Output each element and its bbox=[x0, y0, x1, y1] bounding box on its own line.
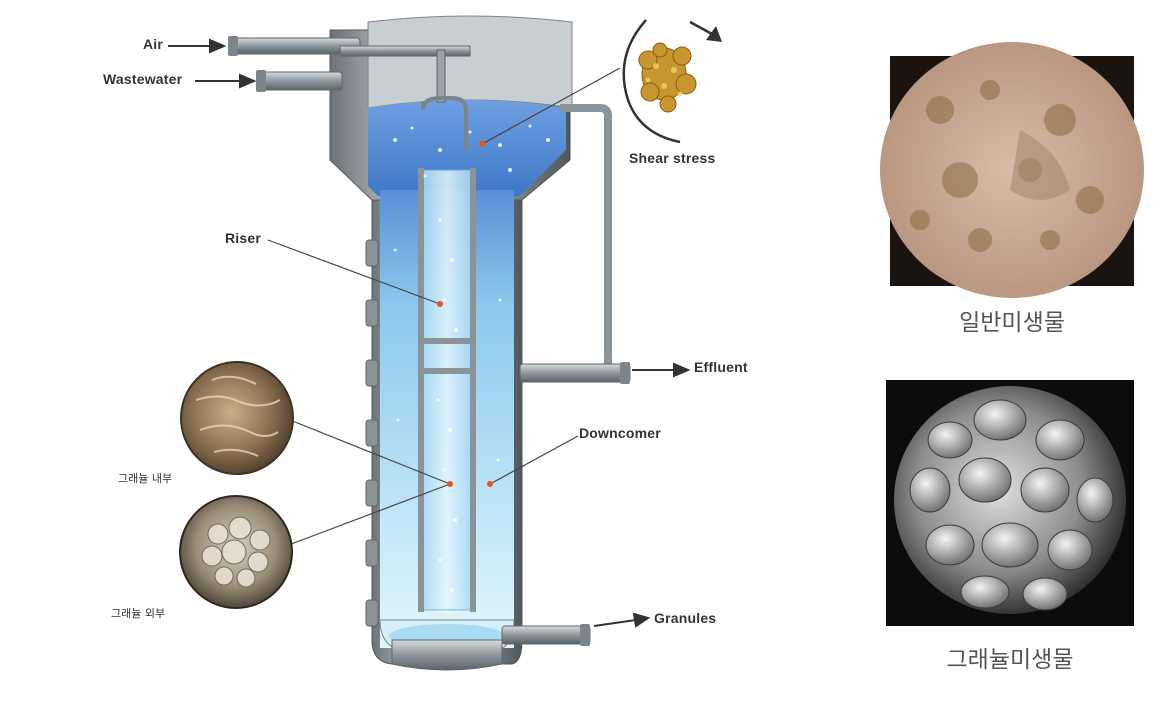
riser-tube bbox=[420, 170, 474, 610]
granule-microbe-caption: 그래뉼미생물 bbox=[880, 640, 1140, 674]
granule-outside-photo bbox=[180, 496, 292, 608]
shear-stress-label: Shear stress bbox=[629, 150, 715, 166]
shear-stress-icon bbox=[624, 20, 722, 142]
granule-inside-photo bbox=[181, 362, 293, 474]
effluent-label: Effluent bbox=[694, 359, 748, 375]
normal-microbe-photo bbox=[880, 42, 1144, 298]
downcomer-label: Downcomer bbox=[579, 425, 661, 441]
riser-label: Riser bbox=[225, 230, 261, 246]
normal-microbe-caption: 일반미생물 bbox=[882, 303, 1142, 337]
granule-inside-label: 그래뉼 내부 bbox=[118, 470, 172, 486]
air-label: Air bbox=[143, 36, 163, 52]
granule-outside-label: 그래뉼 외부 bbox=[111, 605, 165, 621]
wastewater-label: Wastewater bbox=[103, 71, 182, 87]
granules-label: Granules bbox=[654, 610, 716, 626]
granule-sem-photo bbox=[886, 380, 1134, 626]
